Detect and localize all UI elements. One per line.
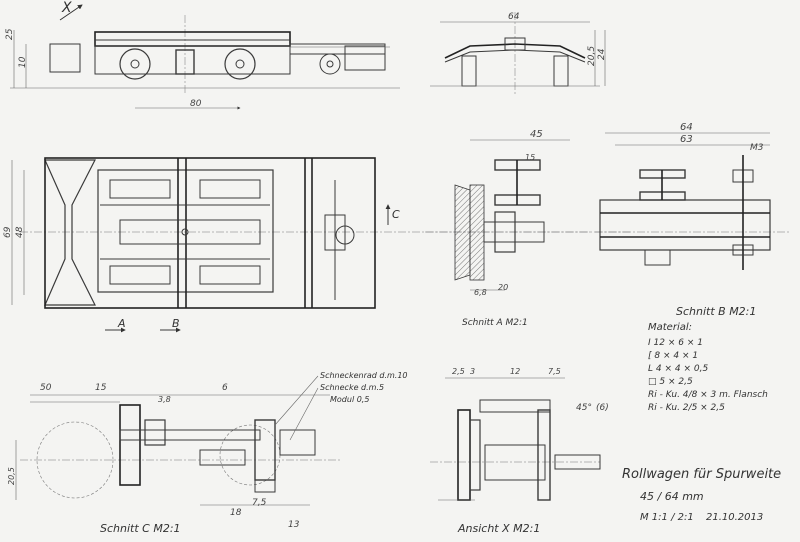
top-side-view: X 25 10 80 [5,0,400,110]
section-c-label: Schnitt C M2:1 [100,522,181,535]
material-item: Ri - Ku. 2/5 × 2,5 [648,403,725,413]
dim-label: 7,5 [548,367,561,376]
dim-label: 13 [288,520,300,530]
material-item: □ 5 × 2,5 [648,377,693,387]
material-item: I 12 × 6 × 1 [648,338,703,348]
dim-label: 45 [530,129,543,140]
section-c-drawing: 50 15 6 3,8 18 13 7,5 20,5 Schneckenrad … [7,371,408,535]
dim-label: 64 [508,12,520,22]
dim-label: 15 [95,383,107,393]
dim-label: 12 [510,367,520,376]
plan-view: 69 48 A B C [3,157,630,333]
dim-label: 25 [5,28,15,40]
material-list: Material: I 12 × 6 × 1 [ 8 × 4 × 1 L 4 ×… [648,322,768,413]
end-view: 64 20,5 24 [430,12,607,95]
title: Rollwagen für Spurweite [622,467,781,482]
material-item: Ri - Ku. 4/8 × 3 m. Flansch [648,390,768,400]
gear-note: Schnecke d.m.5 [320,383,384,392]
section-mark-b: B [172,317,180,330]
section-b-drawing: 64 63 M3 Schnitt B M2:1 [595,122,790,318]
dim-label: 64 [680,122,693,133]
view-x-label: Ansicht X M2:1 [457,522,540,535]
material-heading: Material: [648,322,692,333]
gear-note: Schneckenrad d.m.10 [320,371,408,380]
section-b-label: Schnitt B M2:1 [676,305,756,318]
dim-label: 20 [498,283,508,292]
dim-label: 15 [525,153,535,162]
section-a-label: Schnitt A M2:1 [462,318,528,328]
dim-label: 20,5 [7,467,16,485]
gear-note: Modul 0,5 [330,395,369,404]
dim-label: 2,5 [452,367,465,376]
section-a-drawing: 45 6,8 20 15 Schnitt A M2:1 [425,129,590,328]
dim-label: 3,8 [158,395,171,404]
dim-label: 7,5 [252,498,267,508]
dim-label: 24 [597,48,607,60]
dim-label: 80 [190,99,202,109]
dim-label: M3 [750,143,764,153]
view-x-drawing: 2,5 3 12 7,5 45° (6) Ansicht X M2:1 [430,367,609,535]
dim-label: 63 [680,134,693,145]
dim-label: 48 [15,226,25,238]
dim-label: 10 [18,56,28,68]
dim-label: 45° [576,403,592,413]
material-item: L 4 × 4 × 0,5 [648,364,708,374]
title-block: Rollwagen für Spurweite 45 / 64 mm M 1:1… [622,467,781,523]
view-arrow-label: X [61,0,72,16]
dim-label: 6,8 [474,288,487,297]
dim-label: 50 [40,383,52,393]
dim-label: 6 [222,383,228,393]
section-mark-c: C [392,208,400,221]
dim-label: (6) [596,403,609,413]
dim-label: 20,5 [587,46,597,66]
dim-label: 3 [470,367,475,376]
section-mark-a: A [117,317,126,330]
scale: M 1:1 / 2:1 [640,512,694,523]
dim-label: 69 [3,226,13,238]
gauge: 45 / 64 mm [640,490,704,503]
date: 21.10.2013 [706,512,763,523]
material-item: [ 8 × 4 × 1 [648,351,698,361]
dim-label: 18 [230,508,242,518]
